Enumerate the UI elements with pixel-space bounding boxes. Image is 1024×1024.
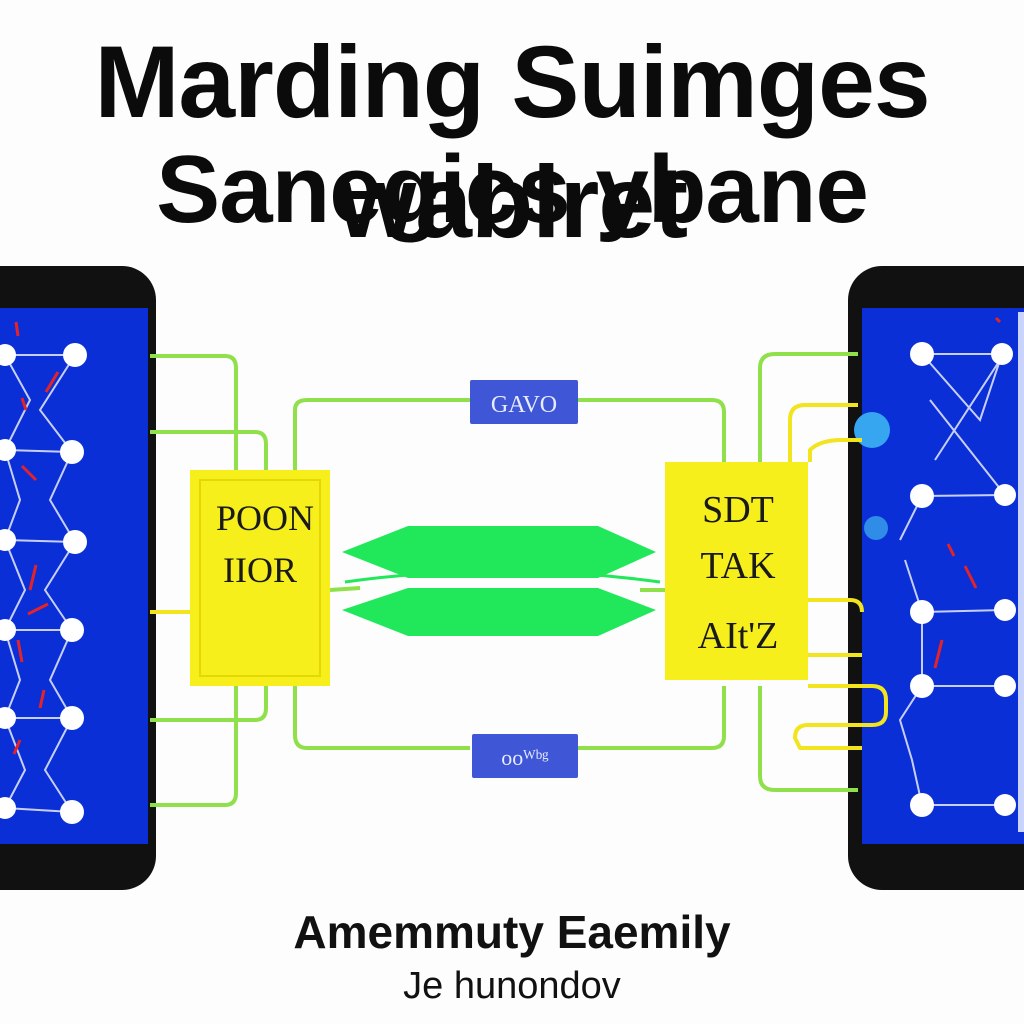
right-phone bbox=[848, 266, 1024, 890]
left-network-nodes bbox=[0, 343, 87, 824]
yellow-wires bbox=[150, 403, 888, 750]
right-box-line-1: SDT bbox=[702, 489, 774, 531]
top-tag-label: GAVO bbox=[491, 392, 557, 418]
bottom-tag-label: ooᵂᵇᵍ bbox=[501, 745, 549, 770]
right-phone-scrollbar bbox=[1018, 312, 1024, 832]
green-wires bbox=[150, 352, 858, 807]
footer-line-2: Je hunondov bbox=[403, 965, 621, 1007]
top-tag-box bbox=[470, 380, 578, 424]
footer-line-1: Amemmuty Eaemily bbox=[293, 906, 731, 958]
right-box-line-2: TAK bbox=[700, 545, 776, 587]
right-box-line-3: AIt'Z bbox=[698, 615, 779, 657]
title-line-1: Marding Suimges wablret bbox=[94, 25, 930, 259]
title-line-2: Sanegics ybane bbox=[156, 136, 869, 243]
right-yellow-box bbox=[665, 462, 808, 680]
bottom-tag-box bbox=[472, 734, 578, 778]
left-phone-screen bbox=[0, 308, 148, 844]
upper-double-arrow bbox=[342, 526, 656, 578]
left-box-line-1: POON bbox=[216, 498, 314, 538]
left-box-line-2: IIOR bbox=[223, 550, 297, 590]
center-arrows bbox=[342, 526, 656, 636]
right-network-nodes bbox=[910, 342, 1016, 817]
right-phone-screen bbox=[862, 308, 1024, 844]
left-box-border bbox=[199, 479, 321, 677]
right-blue-dot-small bbox=[864, 516, 888, 540]
lower-double-arrow bbox=[342, 588, 656, 636]
right-blue-dot bbox=[854, 412, 890, 448]
left-red-accents bbox=[12, 321, 60, 755]
center-link bbox=[344, 569, 661, 584]
right-red-accents bbox=[933, 316, 1002, 669]
left-yellow-box bbox=[190, 470, 330, 686]
left-phone bbox=[0, 266, 156, 890]
